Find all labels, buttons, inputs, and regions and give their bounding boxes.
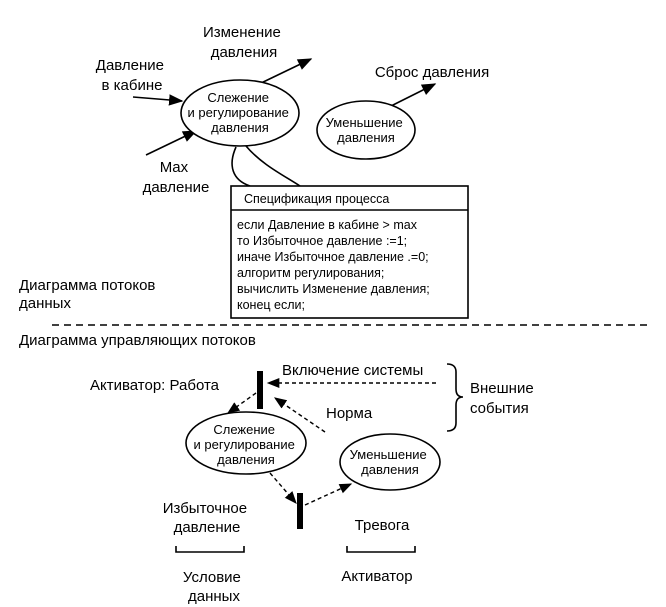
flow-cabin-pressure: [132, 94, 184, 106]
external-events-brace: [446, 363, 464, 432]
control-process-monitor-label: Слежение и регулирование давления: [194, 422, 299, 467]
label-max-pressure: Max давление: [143, 159, 210, 196]
label-activator-work: Активатор: Работа: [90, 377, 220, 394]
flow-alarm: [304, 483, 353, 506]
flow-pressure-change: [256, 58, 313, 86]
label-pressure-change: Изменение давления: [203, 24, 285, 61]
label-pressure-release: Сброс давления: [375, 64, 489, 81]
process-monitor-regulate-label: Слежение и регулирование давления: [188, 90, 293, 135]
control-bar-activation: [257, 371, 263, 409]
label-norm: Норма: [326, 405, 373, 422]
flow-overpressure: [269, 472, 297, 504]
label-system-on: Включение системы: [282, 362, 423, 379]
spec-connector-left: [231, 146, 251, 187]
control-process-decrease: [339, 433, 441, 491]
label-cabin-pressure: Давление в кабине: [96, 57, 168, 94]
process-decrease-pressure: [316, 100, 416, 160]
label-overpressure: Избыточное давление: [163, 500, 252, 536]
process-spec-title: Спецификация процесса: [244, 192, 389, 206]
label-data-condition: Условие данных: [183, 569, 245, 605]
control-process-monitor: [185, 411, 307, 475]
process-spec-box: [230, 185, 469, 319]
brace-activator: [346, 546, 416, 553]
flow-max-pressure: [145, 130, 198, 156]
spec-connector-right: [245, 145, 301, 187]
process-spec-body: если Давление в кабине > max то Избыточн…: [237, 218, 433, 312]
label-control-flow-diagram: Диаграмма управляющих потоков: [19, 332, 256, 349]
process-monitor-regulate: [180, 79, 300, 147]
process-decrease-pressure-label: Уменьшение давления: [326, 115, 407, 145]
flow-norm: [273, 397, 326, 433]
control-process-decrease-label: Уменьшение давления: [350, 447, 431, 477]
label-alarm: Тревога: [355, 517, 410, 534]
flow-activate-process: [226, 392, 257, 414]
label-external-events: Внешние события: [470, 380, 538, 417]
control-bar-alarm: [297, 493, 303, 529]
label-data-flow-diagram: Диаграмма потоков данных: [19, 277, 160, 312]
brace-data-condition: [175, 546, 245, 553]
label-activator: Активатор: [341, 568, 412, 585]
